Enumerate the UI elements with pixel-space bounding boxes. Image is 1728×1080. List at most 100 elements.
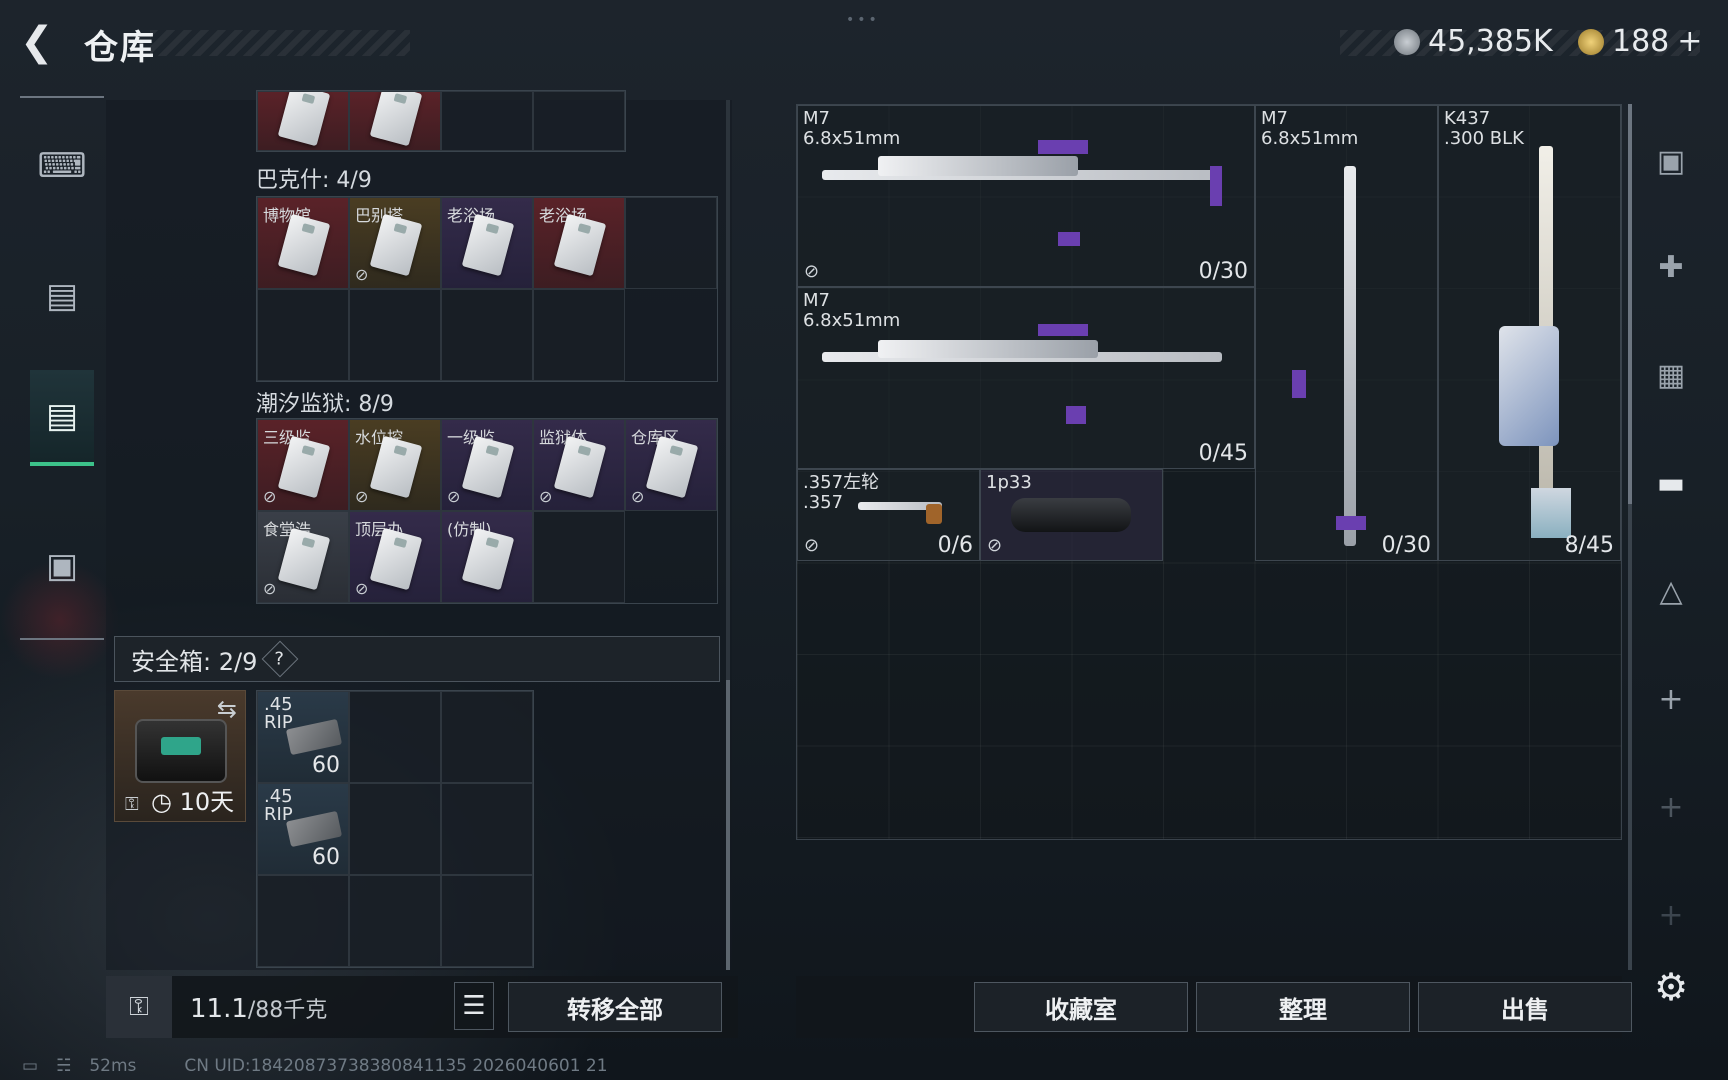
- empty-slot[interactable]: [533, 511, 625, 603]
- section-title-prison: 潮汐监狱: 8/9: [256, 392, 394, 417]
- ammo-box-image: [285, 718, 343, 756]
- rifle-mag: [1058, 232, 1080, 246]
- storage-tab-4[interactable]: ▬: [1640, 452, 1702, 514]
- weapon-m7-3[interactable]: M7 6.8x51mm 0/30: [1255, 105, 1438, 561]
- no-trade-icon: ⊘: [987, 535, 1003, 556]
- list-item[interactable]: 博物馆: [257, 197, 349, 289]
- empty-slot[interactable]: [349, 875, 441, 967]
- empty-slot[interactable]: [257, 875, 349, 967]
- empty-slot[interactable]: [441, 91, 533, 151]
- storage-tab-3[interactable]: ▦: [1640, 344, 1702, 406]
- add-currency-icon[interactable]: +: [1677, 24, 1703, 59]
- weapon-m7-1[interactable]: M7 6.8x51mm ⊘ 0/30: [797, 105, 1255, 287]
- settings-button[interactable]: ⚙: [1640, 956, 1702, 1018]
- rifle-icon: ▬: [1656, 465, 1686, 501]
- empty-slot[interactable]: [441, 289, 533, 381]
- page-title: 仓库: [84, 28, 156, 68]
- list-view-button[interactable]: ☰: [454, 982, 494, 1030]
- plus-icon: +: [1658, 897, 1684, 933]
- nav-briefcase[interactable]: ▣: [30, 518, 94, 614]
- storage-tab-5[interactable]: △: [1640, 560, 1702, 622]
- help-icon[interactable]: ?: [261, 640, 299, 678]
- no-trade-icon: ⊘: [355, 579, 369, 598]
- ammo-box-image: [285, 810, 343, 848]
- list-item[interactable]: 老浴场: [441, 197, 533, 289]
- empty-slot[interactable]: [349, 691, 441, 783]
- empty-slot[interactable]: [625, 197, 717, 289]
- weight-lock-button[interactable]: ⚿: [106, 976, 172, 1038]
- safe-box-container[interactable]: ⇆ ⚿ ◷ 10天: [114, 690, 246, 822]
- weapon-caliber: .357: [803, 492, 844, 513]
- rifle-stock: [1210, 166, 1222, 206]
- weapon-name-text: M7: [803, 108, 830, 129]
- empty-slot[interactable]: [533, 289, 625, 381]
- empty-slot[interactable]: [441, 691, 533, 783]
- add-tab-button[interactable]: +: [1640, 668, 1702, 730]
- storage-tab-1[interactable]: ▣: [1640, 130, 1702, 192]
- empty-slot[interactable]: [441, 783, 533, 875]
- back-button[interactable]: ❮: [20, 19, 54, 65]
- safe-box-title: 安全箱: 2/9: [131, 647, 258, 676]
- list-item[interactable]: (仿制): [441, 511, 533, 603]
- weapon-ammo: 8/45: [1564, 533, 1614, 558]
- rifle-mag: [1066, 406, 1086, 424]
- weapon-name-text: .357左轮: [803, 472, 880, 493]
- empty-slot[interactable]: [441, 875, 533, 967]
- add-tab-button-3[interactable]: +: [1640, 884, 1702, 946]
- rifle-body: [878, 156, 1078, 176]
- no-trade-icon: ⊘: [631, 487, 645, 506]
- sell-button[interactable]: 出售: [1418, 982, 1632, 1032]
- weapon-m7-2[interactable]: M7 6.8x51mm 0/45: [797, 287, 1255, 469]
- no-trade-icon: ⊘: [355, 265, 369, 284]
- nav-backpack[interactable]: ▤: [30, 248, 94, 344]
- right-scrollbar[interactable]: [1628, 104, 1632, 970]
- timer-label: ◷ 10天: [151, 788, 235, 816]
- empty-slot[interactable]: [533, 91, 625, 151]
- empty-slot[interactable]: [349, 783, 441, 875]
- header-hatch: [150, 30, 410, 56]
- weapon-revolver[interactable]: .357左轮 .357 ⊘ 0/6: [797, 469, 980, 561]
- weapon-name: M7 6.8x51mm: [803, 109, 900, 149]
- list-item[interactable]: 水位控⊘: [349, 419, 441, 511]
- weapon-ammo: 0/45: [1198, 441, 1248, 466]
- ammo-count: 60: [312, 845, 340, 870]
- empty-slot[interactable]: [257, 289, 349, 381]
- list-item[interactable]: 三级监⊘: [257, 419, 349, 511]
- weapon-ammo: 0/30: [1381, 533, 1431, 558]
- weapon-caliber: 6.8x51mm: [803, 128, 901, 149]
- side-nav: ⌨ ▤ ▤ ▣: [20, 96, 104, 640]
- safe-box-latch: [161, 737, 201, 755]
- swap-icon[interactable]: ⇆: [216, 695, 237, 723]
- organize-button[interactable]: 整理: [1196, 982, 1410, 1032]
- no-trade-icon: ⊘: [447, 487, 461, 506]
- list-item[interactable]: 食堂浩⊘: [257, 511, 349, 603]
- nav-weapons[interactable]: ⌨: [30, 118, 94, 214]
- weapon-k437[interactable]: K437 .300 BLK 8/45: [1438, 105, 1621, 561]
- left-scroll-thumb[interactable]: [726, 680, 730, 970]
- list-item[interactable]: 顶层办⊘: [349, 511, 441, 603]
- transfer-all-button[interactable]: 转移全部: [508, 982, 722, 1032]
- revolver-grip: [926, 504, 942, 524]
- left-scrollbar[interactable]: [726, 100, 730, 970]
- list-item[interactable]: 巴别塔⊘: [349, 197, 441, 289]
- weapon-name-text: M7: [1261, 108, 1288, 129]
- ping: 52ms: [89, 1056, 137, 1076]
- list-item[interactable]: [349, 91, 441, 151]
- list-item[interactable]: 一级监⊘: [441, 419, 533, 511]
- silver-coin-icon: [1394, 28, 1420, 55]
- nav-storage[interactable]: ▤: [30, 370, 94, 466]
- gold-currency[interactable]: 188 +: [1578, 24, 1702, 59]
- drag-handle[interactable]: •••: [846, 12, 880, 28]
- list-item[interactable]: [257, 91, 349, 151]
- empty-slot[interactable]: [349, 289, 441, 381]
- list-item[interactable]: 监狱体⊘: [533, 419, 625, 511]
- list-item[interactable]: 仓库区⊘: [625, 419, 717, 511]
- storage-tab-2[interactable]: ✚: [1640, 236, 1702, 298]
- list-item[interactable]: 老浴场: [533, 197, 625, 289]
- collection-button[interactable]: 收藏室: [974, 982, 1188, 1032]
- add-tab-button-2[interactable]: +: [1640, 776, 1702, 838]
- item-1p33-scope[interactable]: 1p33 ⊘: [980, 469, 1163, 561]
